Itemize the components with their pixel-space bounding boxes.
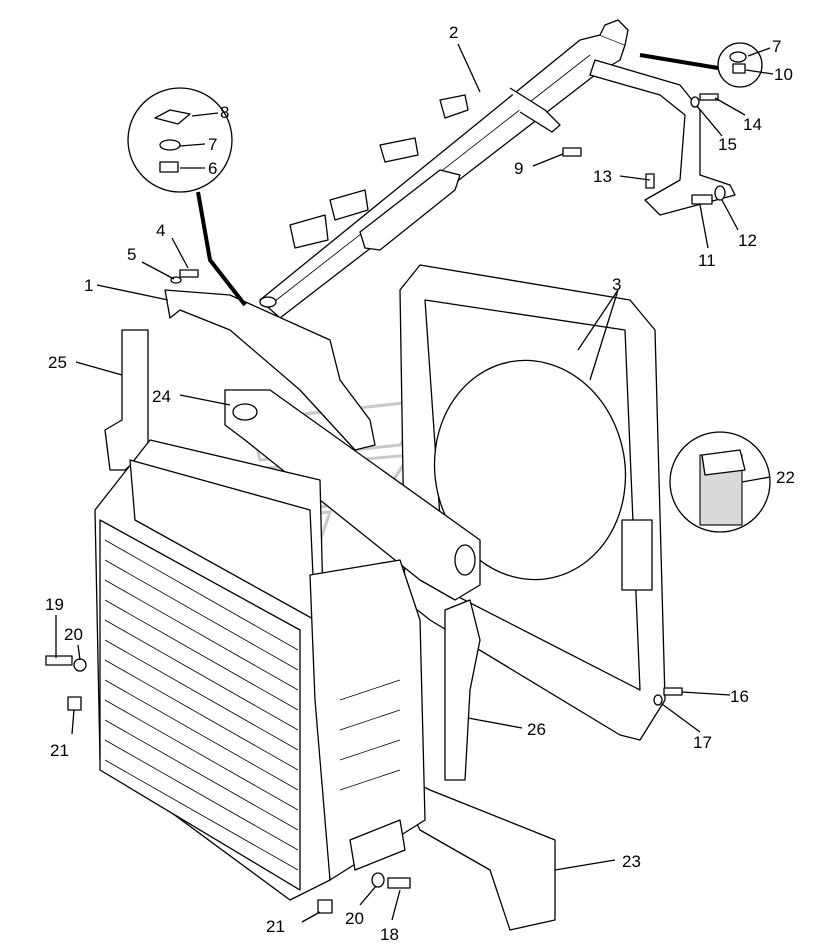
detail-circle-fasteners-top-right <box>639 42 763 88</box>
fasteners <box>45 93 726 914</box>
callout-9: 9 <box>514 159 523 178</box>
nut-21-left <box>67 696 82 711</box>
washer-20-left <box>73 658 87 672</box>
left-panel <box>104 329 149 471</box>
callout-25: 25 <box>48 353 67 372</box>
bolt-14 <box>699 93 719 101</box>
bolt-13 <box>645 173 655 189</box>
radiator-pack <box>94 439 426 901</box>
washer-20-bottom <box>371 872 385 888</box>
callout-26: 26 <box>527 720 546 739</box>
washer-17 <box>653 694 663 706</box>
callout-7-detail-left: 7 <box>208 135 217 154</box>
callout-20-left: 20 <box>64 625 83 644</box>
callout-11: 11 <box>698 251 716 270</box>
callout-labels: 1 2 3 4 5 6 7 7 8 9 10 11 12 13 14 15 16… <box>45 23 795 944</box>
callout-14: 14 <box>743 115 762 134</box>
callout-15: 15 <box>718 135 737 154</box>
callout-21-left: 21 <box>50 741 69 760</box>
callout-7-detail-right: 7 <box>772 37 781 56</box>
callout-22: 22 <box>776 468 795 487</box>
seal-strip <box>224 389 481 601</box>
bolt-19 <box>45 655 73 666</box>
washer-12 <box>714 185 726 201</box>
lower-deflector <box>389 769 556 931</box>
callout-18: 18 <box>380 925 399 944</box>
radiator-fins <box>104 539 299 871</box>
callout-1: 1 <box>84 276 93 295</box>
bolt-18 <box>387 877 411 889</box>
bolt-9 <box>562 147 582 157</box>
callout-5: 5 <box>127 245 136 264</box>
fan-shroud <box>399 264 666 741</box>
left-bracket <box>164 289 376 451</box>
washer-15 <box>690 96 700 108</box>
callout-24: 24 <box>152 387 171 406</box>
callout-3: 3 <box>612 275 621 294</box>
callout-19: 19 <box>45 595 64 614</box>
callout-20-bottom: 20 <box>345 909 364 928</box>
callout-17: 17 <box>693 733 712 752</box>
callout-10: 10 <box>774 65 793 84</box>
callout-21-bottom: 21 <box>266 917 285 936</box>
callout-2: 2 <box>449 23 458 42</box>
bolt-11 <box>691 194 713 205</box>
leader-lines <box>55 43 774 923</box>
callout-23: 23 <box>622 852 641 871</box>
callout-6: 6 <box>208 159 217 178</box>
bolt-4 <box>179 269 199 278</box>
callout-4: 4 <box>156 221 165 240</box>
callout-13: 13 <box>593 167 612 186</box>
detail-circle-seal-profile <box>669 431 771 533</box>
upper-frame-bar <box>259 19 736 319</box>
callout-16: 16 <box>730 687 749 706</box>
bolt-16 <box>663 687 683 696</box>
callout-12: 12 <box>738 231 757 250</box>
nut-21-bottom <box>317 899 333 914</box>
right-panel <box>444 599 481 781</box>
callout-8: 8 <box>220 103 229 122</box>
